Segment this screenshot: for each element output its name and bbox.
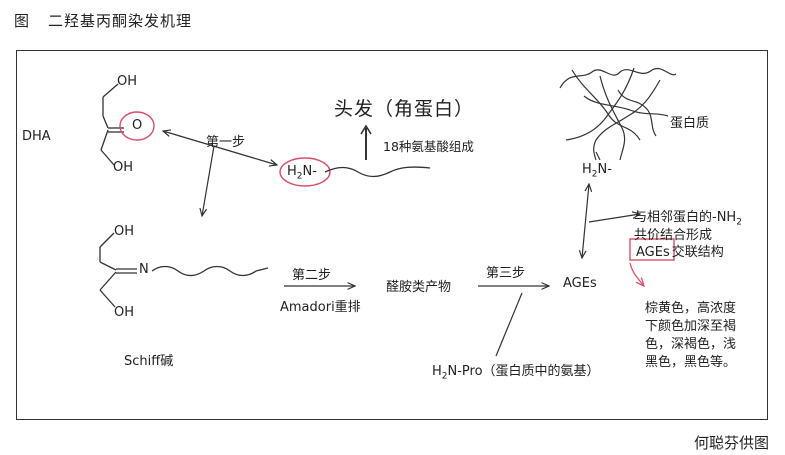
schiff-structure xyxy=(99,232,269,308)
dha-ketone-oxygen: O xyxy=(132,118,143,133)
schiff-oh-bottom: OH xyxy=(114,305,135,320)
figure-title-text: 二羟基丙酮染发机理 xyxy=(48,12,193,30)
amadori-label: Amadori重排 xyxy=(280,300,361,315)
color-line-2: 下颜色加深至褐 xyxy=(645,319,737,334)
ages-boxed-text: AGEs xyxy=(636,245,670,260)
dha-bond-chain-3 xyxy=(100,129,109,151)
schiff-chain xyxy=(151,265,269,277)
schiff-base-label: Schiff碱 xyxy=(124,354,174,369)
crosslink-text: 交联结构 xyxy=(671,245,724,260)
h2n-pro-label: H2N-Pro（蛋白质中的氨基） xyxy=(432,364,600,382)
step1-arrow-down xyxy=(202,145,215,216)
combine-line-2: 共价结合形成 xyxy=(634,228,713,243)
figure-credit: 何聪芬供图 xyxy=(693,434,769,452)
amino-acid-note: 18种氨基酸组成 xyxy=(383,139,474,154)
hair-title: 头发（角蛋白） xyxy=(334,98,475,120)
combine-line-1: 与相邻蛋白的-NH2 xyxy=(634,210,742,228)
dha-oh-bottom: OH xyxy=(113,160,134,175)
products-label: 醛胺类产物 xyxy=(386,280,452,295)
h2n-pro-line xyxy=(495,292,523,357)
figure-title-prefix: 图 xyxy=(14,12,31,30)
dha-bond-top xyxy=(102,83,119,98)
dha-bond-bottom xyxy=(100,149,115,166)
ages-label: AGEs xyxy=(563,276,597,291)
step1-arrow-double xyxy=(163,131,277,165)
step3-label: 第三步 xyxy=(486,266,526,281)
schiff-bond-top xyxy=(99,232,115,248)
color-description: 棕黄色，高浓度 下颜色加深至褐 色，深褐色，浅 黑色，黑色等。 xyxy=(645,300,736,372)
protein-ages-arrow xyxy=(582,184,589,258)
protein-amine-label: H2N- xyxy=(582,162,612,180)
color-result-arrow xyxy=(629,262,644,286)
hair-amine-label: H2N- xyxy=(287,164,317,182)
protein-label: 蛋白质 xyxy=(670,116,710,131)
dha-oh-top: OH xyxy=(117,74,138,89)
schiff-bond-chain-2 xyxy=(99,261,117,271)
keratin-chain xyxy=(324,166,431,178)
schiff-oh-top: OH xyxy=(114,224,135,239)
dha-structure xyxy=(100,83,124,166)
amine-highlight-circle xyxy=(279,157,331,187)
step2-label: 第二步 xyxy=(292,268,332,283)
crosslink-arrow xyxy=(588,214,640,223)
protein-amine-bond xyxy=(595,151,601,161)
dha-bond-chain-2 xyxy=(102,115,109,129)
schiff-bond-bottom xyxy=(99,289,116,308)
color-line-4: 黑色，黑色等。 xyxy=(645,355,737,370)
step1-label: 第一步 xyxy=(206,135,246,150)
ages-highlight-box xyxy=(629,238,675,261)
figure-title: 图二羟基丙酮染发机理 xyxy=(14,10,192,31)
ketone-highlight-circle xyxy=(119,111,155,141)
protein-tangle xyxy=(559,67,677,161)
color-line-1: 棕黄色，高浓度 xyxy=(645,301,737,316)
schiff-nitrogen: N xyxy=(139,262,149,277)
schiff-bond-chain-3 xyxy=(99,271,117,291)
hair-up-arrow-head xyxy=(360,124,372,135)
diagram-frame xyxy=(16,50,768,420)
dha-label: DHA xyxy=(22,129,51,144)
color-line-3: 色，深褐色，浅 xyxy=(645,337,737,352)
